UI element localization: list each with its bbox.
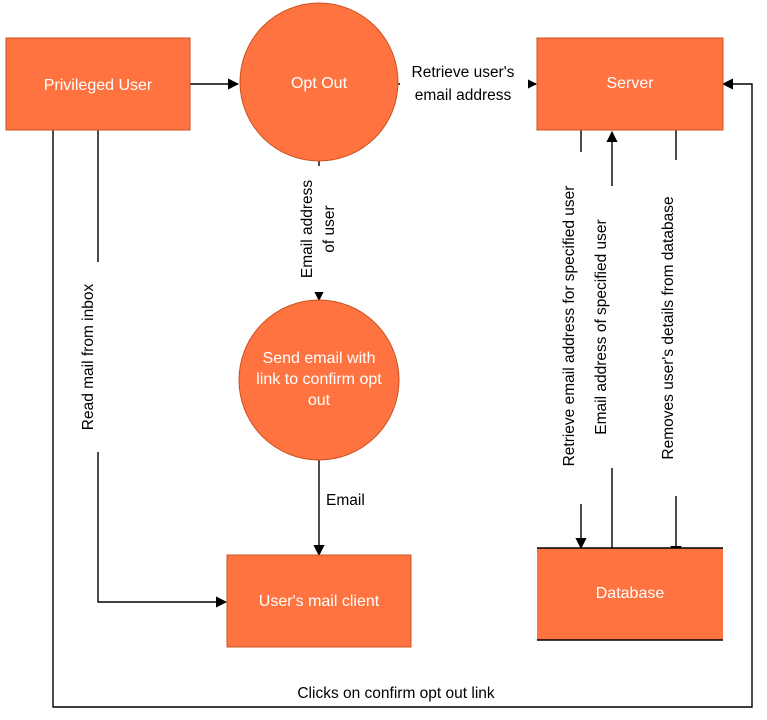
retrieve-specified-label: Retrieve email address for specified use… [561,186,578,467]
edge-label-clicks-confirm: Clicks on confirm opt out link [270,681,522,705]
retrieve-users-email-line1: Retrieve user's [412,64,515,81]
privileged-user-label: Privileged User [44,77,153,94]
node-database: Database [537,547,723,641]
edge-label-email-of-specified: Email address of specified user [593,186,624,468]
node-send-email: Send email with link to confirm opt out [238,299,400,461]
node-privileged-user: Privileged User [5,37,191,131]
send-email-label-line2: link to confirm opt [256,371,382,388]
edge-label-read-mail: Read mail from inbox [79,262,117,452]
server-label: Server [606,75,654,92]
read-mail-label: Read mail from inbox [80,284,97,431]
edge-label-retrieve-specified: Retrieve email address for specified use… [560,152,596,504]
email-of-specified-label: Email address of specified user [593,219,610,434]
removes-details-label: Removes user's details from database [660,196,677,459]
node-mail-client: User's mail client [226,554,412,648]
opt-out-label: Opt Out [291,75,348,92]
retrieve-users-email-line2: email address [415,87,512,104]
node-opt-out: Opt Out [239,2,399,162]
email-address-of-user-line1: Email address [299,180,316,278]
send-email-label-line1: Send email with [263,350,376,367]
database-label: Database [596,585,665,602]
mail-client-label: User's mail client [259,593,380,610]
node-server: Server [536,37,724,131]
edge-label-email: Email [326,492,365,509]
edge-label-removes-details: Removes user's details from database [658,160,692,496]
edge-label-retrieve-users-email: Retrieve user's email address [400,60,528,106]
edge-label-email-address-of-user: Email address of user [296,166,342,292]
edge-clicks-confirm [52,78,753,708]
edge-read-mail [97,130,228,608]
send-email-label-line3: out [308,392,331,409]
clicks-confirm-label: Clicks on confirm opt out link [297,685,495,702]
email-address-of-user-line2: of user [321,205,338,252]
